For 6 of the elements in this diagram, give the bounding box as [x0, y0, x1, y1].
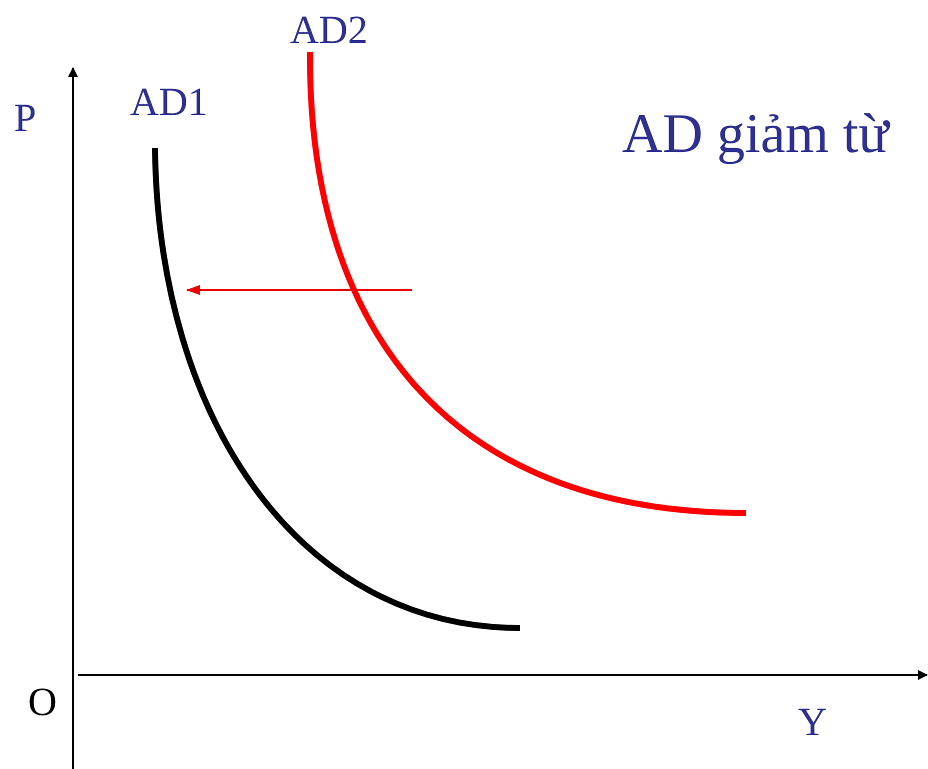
curve-label: AD2: [290, 10, 368, 50]
axis-label: Y: [798, 702, 827, 742]
axis-label: O: [28, 682, 57, 722]
axis-label: P: [14, 98, 36, 138]
annotation-text: AD giảm từ: [622, 106, 889, 162]
curve-label: AD1: [130, 82, 208, 122]
